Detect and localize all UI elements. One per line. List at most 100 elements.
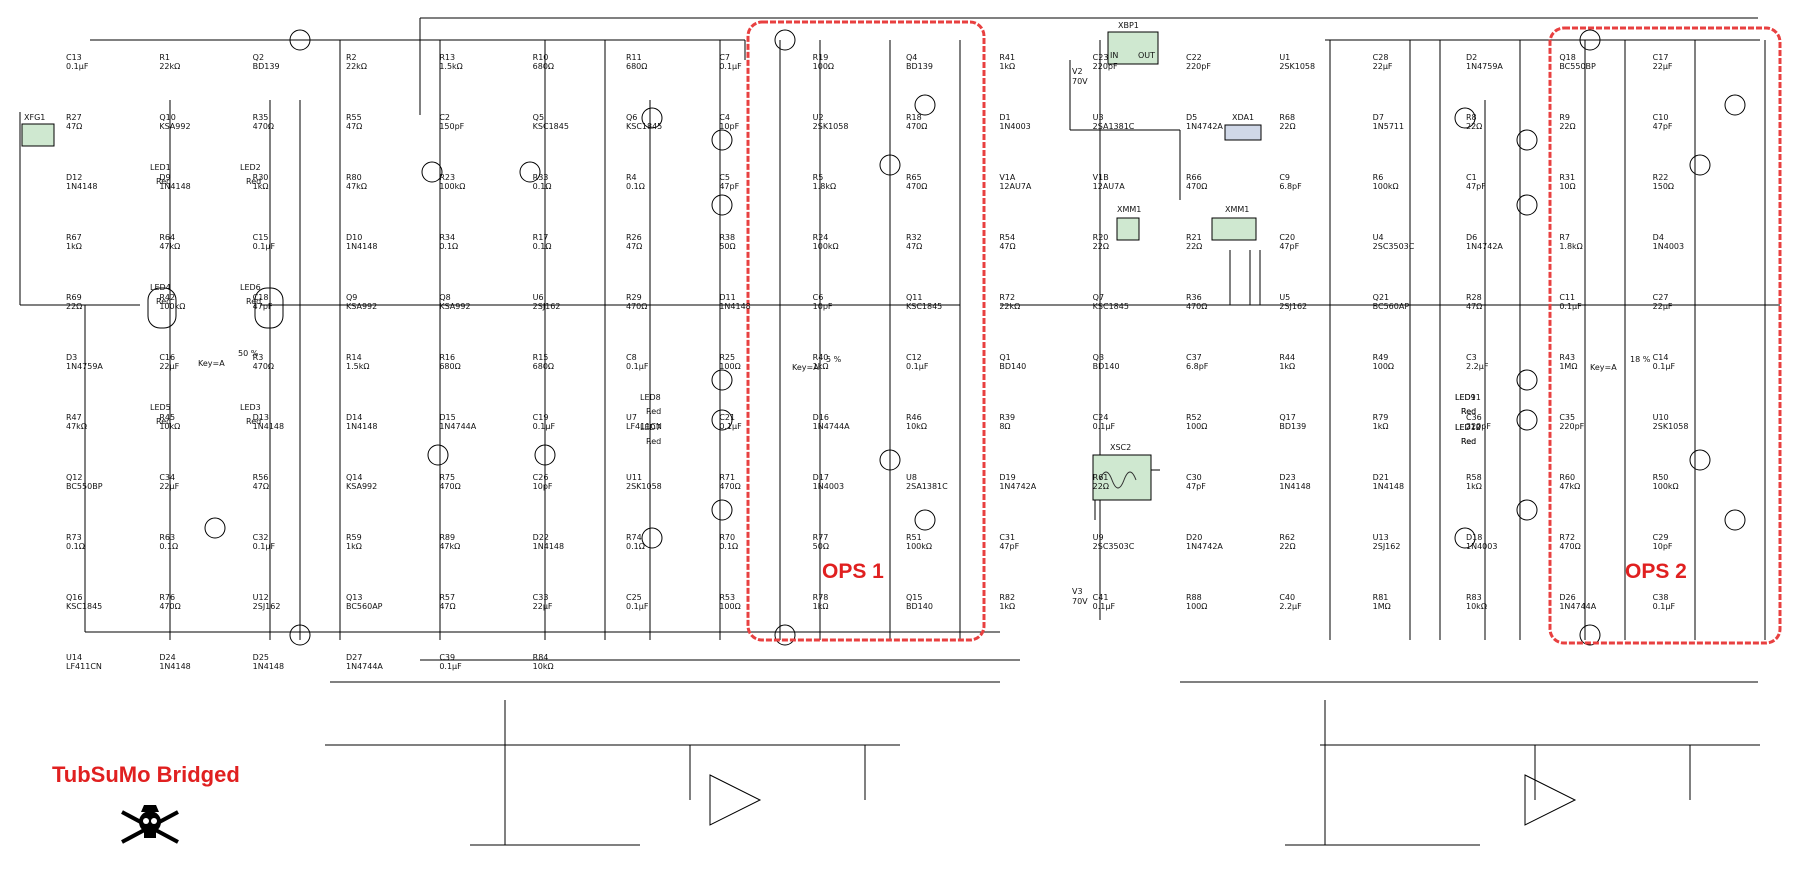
component-value: 1N4003 [1466, 542, 1497, 551]
pot-percent-r77: 18 % [1630, 355, 1651, 364]
component-ref: R79 [1373, 413, 1389, 422]
component-value: 22Ω [1279, 542, 1295, 551]
component-value: 0.1µF [1653, 362, 1676, 371]
component-value: BD139 [906, 62, 933, 71]
component-ref: C8 [626, 353, 637, 362]
component-ref: R72 [999, 293, 1015, 302]
component-value: 470Ω [906, 182, 927, 191]
component-ref: R58 [1466, 473, 1482, 482]
led-label: LED5 [150, 403, 171, 412]
component-ref: U12 [253, 593, 269, 602]
component-ref: C36 [1466, 413, 1482, 422]
component-ref: R73 [66, 533, 82, 542]
component-ref: Q8 [439, 293, 450, 302]
component-value: 50Ω [719, 242, 735, 251]
component-value: 10kΩ [159, 422, 180, 431]
component-ref: U7 [626, 413, 637, 422]
xmm1-instrument-b[interactable] [1211, 217, 1257, 241]
component-value: 0.1Ω [159, 542, 178, 551]
component-value: 1N4759A [1466, 62, 1503, 71]
component-value: 2SJ162 [253, 602, 281, 611]
component-ref: R35 [253, 113, 269, 122]
component-value: 22Ω [1559, 122, 1575, 131]
v2-ref: V2 [1072, 67, 1083, 76]
led-color-label: Red [246, 177, 261, 186]
led-color-label: Red [1461, 437, 1476, 446]
xda1-instrument[interactable] [1224, 124, 1262, 141]
component-ref: Q21 [1373, 293, 1389, 302]
pot-percent-r31: 50 % [238, 349, 259, 358]
component-value: 0.1µF [626, 362, 649, 371]
xfg1-instrument[interactable] [21, 123, 55, 147]
xbp1-out-label: OUT [1138, 51, 1155, 60]
component-ref: R16 [439, 353, 455, 362]
component-value: 0.1µF [439, 662, 462, 671]
component-ref: R82 [999, 593, 1015, 602]
component-value: 100Ω [1186, 602, 1207, 611]
pot-key-r38: Key=A [792, 363, 819, 372]
component-value: 47pF [1279, 242, 1299, 251]
component-value: 1kΩ [253, 182, 269, 191]
component-value: 8Ω [999, 422, 1010, 431]
component-ref: R27 [66, 113, 82, 122]
component-ref: C21 [719, 413, 735, 422]
component-ref: C40 [1279, 593, 1295, 602]
component-ref: C29 [1653, 533, 1669, 542]
component-value: 220pF [1559, 422, 1584, 431]
component-ref: C27 [1653, 293, 1669, 302]
xbp1-instrument[interactable] [1107, 31, 1159, 65]
component-value: KSC1845 [1093, 302, 1129, 311]
component-value: 10kΩ [1466, 602, 1487, 611]
component-ref: Q7 [1093, 293, 1104, 302]
component-value: 47Ω [1466, 302, 1482, 311]
component-ref: R26 [626, 233, 642, 242]
component-ref: Q1 [999, 353, 1010, 362]
component-value: 0.1µF [66, 62, 89, 71]
component-ref: R54 [999, 233, 1015, 242]
component-value: 6.8pF [1279, 182, 1302, 191]
component-ref: R1 [159, 53, 170, 62]
component-ref: R34 [439, 233, 455, 242]
component-ref: R9 [1559, 113, 1570, 122]
component-ref: C22 [1186, 53, 1202, 62]
component-ref: D12 [66, 173, 82, 182]
component-value: 47pF [1653, 122, 1673, 131]
component-ref: D11 [719, 293, 735, 302]
component-ref: R43 [1559, 353, 1575, 362]
component-value: 1kΩ [346, 542, 362, 551]
component-value: 1N4148 [346, 242, 377, 251]
component-value: 0.1µF [719, 62, 742, 71]
component-ref: C19 [533, 413, 549, 422]
component-ref: D6 [1466, 233, 1477, 242]
component-value: 0.1µF [1653, 602, 1676, 611]
component-value: 22Ω [1466, 122, 1482, 131]
component-value: 22kΩ [346, 62, 367, 71]
led-color-label: Red [1461, 437, 1476, 446]
component-value: 220pF [1466, 422, 1491, 431]
component-ref: C26 [533, 473, 549, 482]
component-value: 10pF [1653, 542, 1673, 551]
component-value: BD140 [999, 362, 1026, 371]
component-ref: R69 [66, 293, 82, 302]
component-value: BC550BP [66, 482, 103, 491]
component-ref: D5 [1186, 113, 1197, 122]
xmm1-instrument-a[interactable] [1116, 217, 1140, 241]
component-ref: Q4 [906, 53, 917, 62]
v3-value: 70V [1072, 597, 1088, 606]
component-value: 1N4148 [533, 542, 564, 551]
component-ref: U13 [1373, 533, 1389, 542]
component-value: 22µF [1653, 62, 1673, 71]
component-ref: C17 [1653, 53, 1669, 62]
component-value: 470Ω [1559, 542, 1580, 551]
component-ref: R11 [626, 53, 642, 62]
component-value: 2SA1381C [906, 482, 948, 491]
component-value: 1N4148 [346, 422, 377, 431]
component-ref: R15 [533, 353, 549, 362]
component-value: 0.1µF [1093, 422, 1116, 431]
component-ref: R19 [813, 53, 829, 62]
component-value: 10pF [719, 122, 739, 131]
xsc2-instrument[interactable] [1092, 454, 1152, 501]
component-value: KSC1845 [626, 122, 662, 131]
component-ref: C20 [1279, 233, 1295, 242]
component-value: KSA992 [346, 302, 377, 311]
